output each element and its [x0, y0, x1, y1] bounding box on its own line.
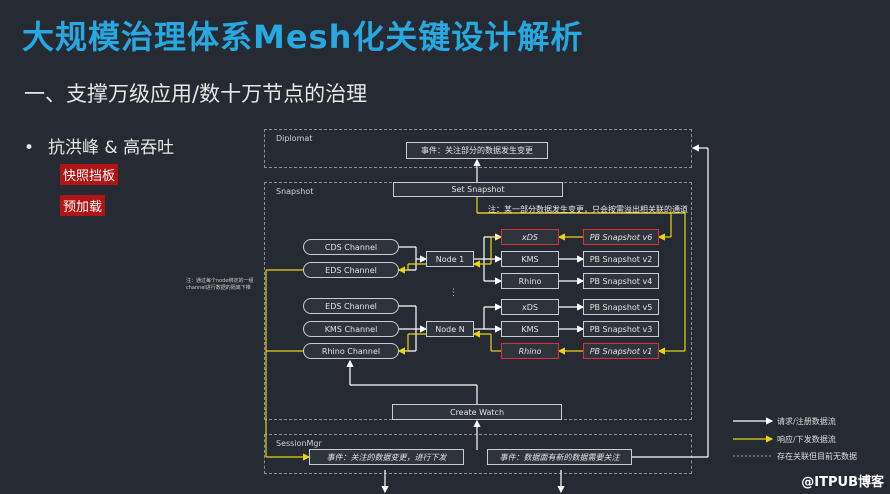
legend-associated: 存在关联但目前无数据 — [777, 452, 857, 461]
snapshot-note: 注：某一部分数据发生变更，只会按需溢出相关联的通道 — [488, 205, 688, 214]
resource-rhino-1: Rhino — [501, 273, 559, 289]
pb-snapshot-v5: PB Snapshot v5 — [583, 299, 659, 315]
watermark: @ITPUB博客 — [801, 475, 884, 490]
resource-xds-1: xDS — [501, 229, 559, 245]
create-watch-box: Create Watch — [392, 404, 562, 420]
resource-kms-1: KMS — [501, 251, 559, 267]
resource-kms-n: KMS — [501, 321, 559, 337]
legend-request: 请求/注册数据流 — [777, 417, 836, 426]
session-event-watch: 事件：数据面有新的数据需要关注 — [487, 449, 632, 465]
diplomat-event-box: 事件：关注部分的数据发生变更 — [406, 142, 548, 159]
node-1: Node 1 — [426, 251, 474, 267]
snapshot-label: Snapshot — [276, 187, 314, 196]
resource-xds-n: xDS — [501, 299, 559, 315]
channel-cds-1: CDS Channel — [303, 239, 399, 255]
bullet-item: • 抗洪峰 & 高吞吐 — [24, 133, 174, 158]
sessionmgr-label: SessionMgr — [276, 439, 322, 448]
bullet-dot: • — [24, 138, 35, 158]
channel-isolation-note: 注：通过每个node绑定的一组channel进行数据的隔离下推 — [186, 278, 254, 291]
ellipsis: ⋮ — [449, 288, 458, 298]
session-event-push: 事件：关注的数据变更，进行下发 — [309, 449, 464, 465]
tag-preload: 预加载 — [60, 195, 106, 216]
bullet-text: 抗洪峰 & 高吞吐 — [48, 138, 175, 158]
legend-response: 响应/下发数据流 — [777, 435, 836, 444]
pb-snapshot-v6: PB Snapshot v6 — [583, 229, 659, 245]
pb-snapshot-v2: PB Snapshot v2 — [583, 251, 659, 267]
sessionmgr-box — [264, 434, 692, 474]
diplomat-box — [264, 129, 692, 168]
pb-snapshot-v4: PB Snapshot v4 — [583, 273, 659, 289]
node-n: Node N — [426, 321, 474, 337]
pb-snapshot-v3: PB Snapshot v3 — [583, 321, 659, 337]
set-snapshot-box: Set Snapshot — [393, 182, 563, 197]
page-subtitle: 一、支撑万级应用/数十万节点的治理 — [24, 82, 368, 106]
pb-snapshot-v1: PB Snapshot v1 — [583, 343, 659, 359]
diplomat-label: Diplomat — [276, 134, 313, 143]
channel-eds-1: EDS Channel — [303, 262, 399, 278]
tag-snapshot-baffle: 快照挡板 — [60, 164, 119, 185]
resource-rhino-n: Rhino — [501, 343, 559, 359]
channel-kms-n: KMS Channel — [303, 321, 399, 337]
channel-rhino-n: Rhino Channel — [303, 343, 399, 359]
channel-eds-n: EDS Channel — [303, 298, 399, 314]
page-title: 大规模治理体系Mesh化关键设计解析 — [22, 18, 584, 56]
